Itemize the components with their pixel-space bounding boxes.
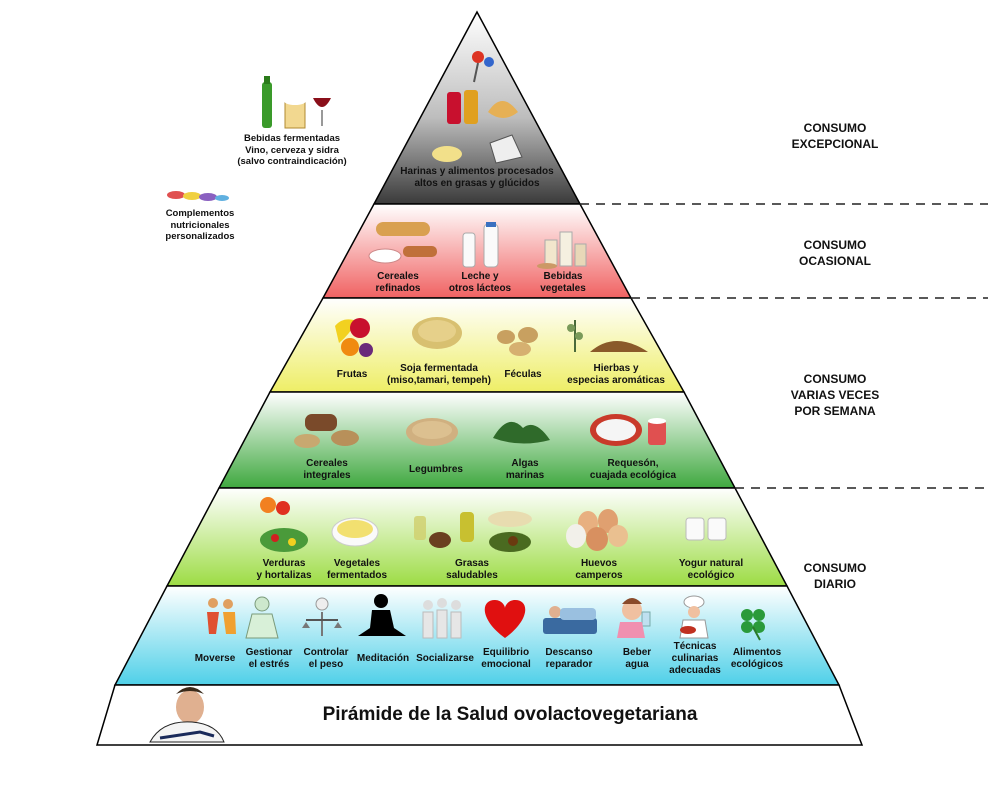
cottage-cheese-icon [590, 414, 666, 446]
processed-food-icon [432, 51, 523, 164]
habit-label: Descanso reparador [545, 647, 593, 670]
heart-icon [484, 600, 526, 638]
healthy-fats-icon [414, 511, 532, 552]
fruit-icon [335, 318, 373, 357]
chef-icon [679, 595, 709, 639]
herbs-spices-icon [567, 320, 648, 352]
item-label: Frutas [336, 369, 368, 380]
yogurt-icon [685, 517, 727, 541]
eggs-icon [566, 509, 628, 551]
item-label: Grasas saludables [446, 558, 498, 581]
consumo-semanal-label: CONSUMO VARIAS VECES POR SEMANA [790, 372, 880, 418]
item-label: Huevos camperos [575, 558, 623, 581]
sauerkraut-icon [331, 517, 379, 547]
vegetables-icon [260, 497, 308, 552]
clover-icon [741, 609, 765, 641]
habit-label: Moverse [194, 653, 236, 664]
supplements-note: Complementos nutricionales personalizado… [165, 208, 235, 242]
item-label: Cereales integrales [303, 458, 351, 481]
item-label: Soja fermentada (miso,tamari, tempeh) [387, 363, 491, 386]
item-label: Verduras y hortalizas [256, 558, 312, 581]
item-label: Vegetales fermentados [326, 558, 387, 581]
item-label: Legumbres [409, 464, 463, 475]
dancing-icon [207, 598, 236, 634]
consumo-ocasional-label: CONSUMO OCASIONAL [799, 238, 871, 268]
item-label: Yogur natural ecológico [678, 558, 744, 581]
consumo-excepcional-label: CONSUMO EXCEPCIONAL [791, 121, 879, 151]
milk-bottle-icon [462, 222, 499, 268]
item-label: Requesón, cuajada ecológica [589, 458, 677, 481]
item-label: Algas marinas [505, 458, 545, 481]
people-icon [422, 598, 462, 639]
whole-grain-icon [294, 414, 359, 448]
habit-label: Gestionar el estrés [245, 647, 293, 670]
habit-label: Alimentos ecológicos [730, 647, 784, 670]
habit-label: Equilibrio emocional [481, 647, 531, 670]
legumes-icon [406, 418, 458, 446]
item-label: Bebidas vegetales [540, 271, 586, 294]
meditation-icon [358, 594, 406, 636]
tier-title [95, 684, 864, 746]
habit-label: Beber agua [622, 647, 652, 670]
fermented-soy-icon [412, 317, 462, 349]
fermented-drinks-icon [262, 76, 331, 129]
scale-icon [302, 597, 342, 636]
pyramid-title: Pirámide de la Salud ovolactovegetariana [322, 704, 698, 725]
tier-excepcional-label: Harinas y alimentos procesados altos en … [400, 166, 554, 189]
supplements-icon [167, 191, 229, 201]
seaweed-icon [493, 421, 550, 444]
fermented-drinks-note: Bebidas fermentadas Vino, cerveza y sidr… [237, 133, 347, 167]
author-portrait [149, 687, 225, 743]
item-label: Cereales refinados [375, 271, 421, 294]
item-label: Hierbas y especias aromáticas [567, 363, 665, 386]
refined-bread-icon [368, 222, 437, 264]
habit-label: Técnicas culinarias adecuadas [669, 641, 721, 676]
habit-label: Meditación [356, 653, 410, 664]
habit-label: Socializarse [416, 653, 474, 664]
sleep-icon [543, 606, 597, 634]
item-label: Leche y otros lácteos [448, 271, 512, 294]
stress-icon [245, 596, 279, 639]
water-drinking-icon [617, 598, 651, 638]
potato-icon [497, 327, 538, 356]
item-label: Féculas [504, 369, 542, 380]
consumo-diario-label: CONSUMO DIARIO [803, 561, 867, 591]
plant-drink-icon [537, 231, 587, 269]
habit-label: Controlar el peso [303, 647, 349, 670]
